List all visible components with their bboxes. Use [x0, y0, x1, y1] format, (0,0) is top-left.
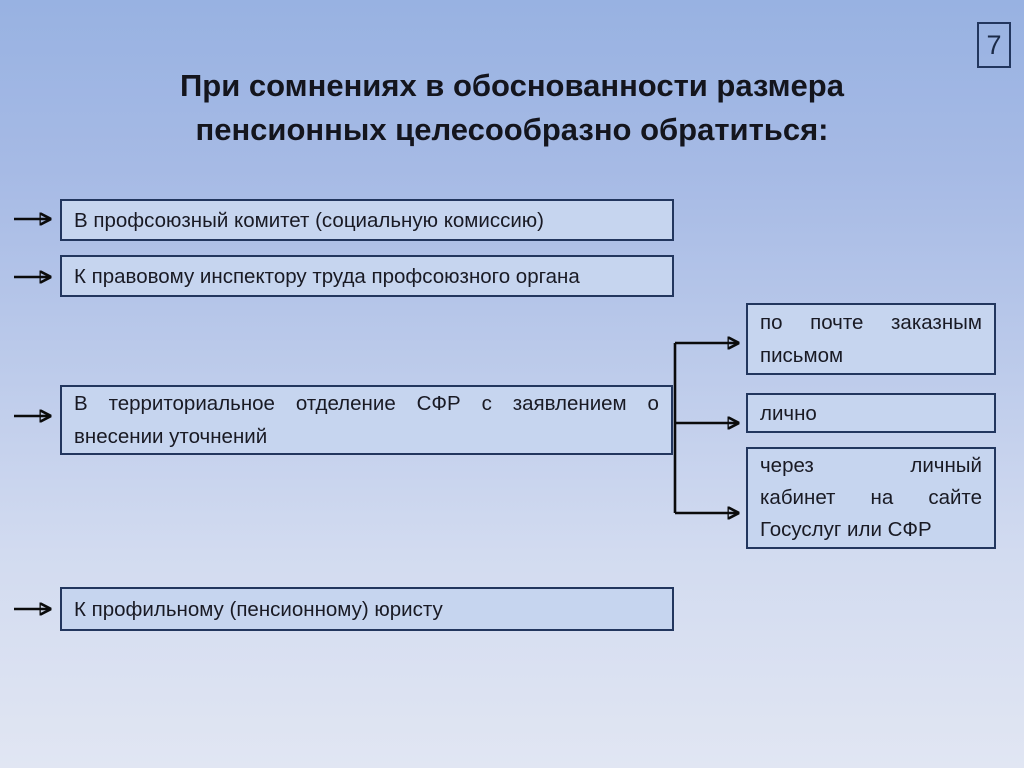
box-labor-inspector: К правовому инспектору труда профсоюзног… — [60, 255, 674, 297]
slide-title: При сомнениях в обоснованности размера п… — [180, 68, 844, 147]
page-number-box: 7 — [977, 22, 1011, 68]
box-union-committee: В профсоюзный комитет (социальную комисс… — [60, 199, 674, 241]
page-number: 7 — [986, 29, 1002, 60]
box-option-in-person: лично — [746, 393, 996, 433]
box-lawyer: К профильному (пенсионному) юристу — [60, 587, 674, 631]
